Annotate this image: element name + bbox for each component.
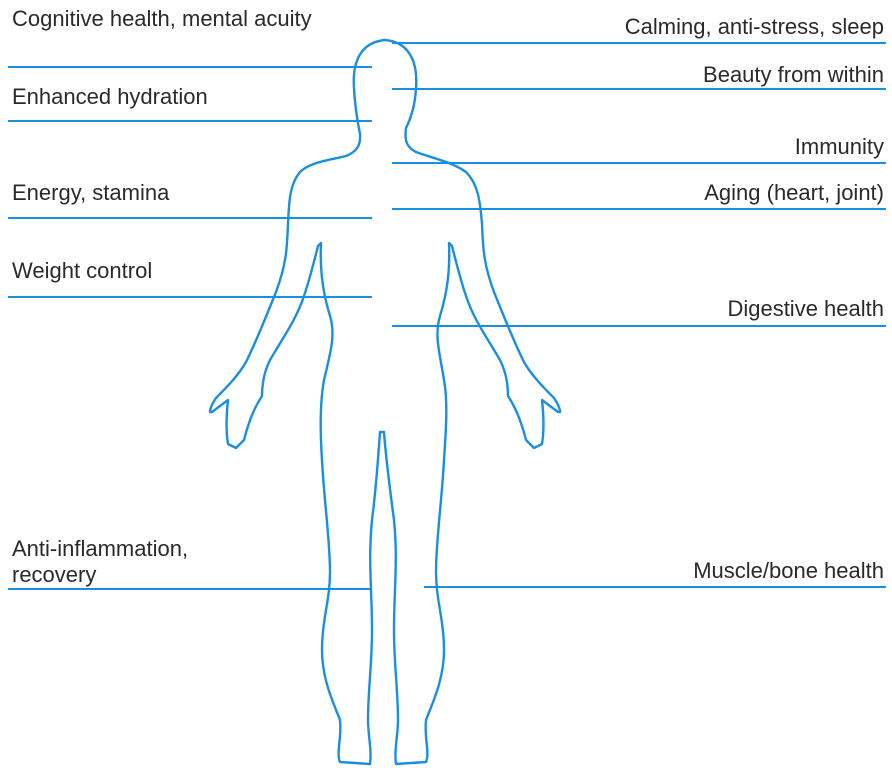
leader-line-aging [392, 208, 886, 210]
label-beauty: Beauty from within [703, 62, 884, 88]
label-inflammation: Anti-inflammation, recovery [12, 536, 262, 588]
label-cognitive: Cognitive health, mental acuity [12, 6, 332, 32]
label-muscle: Muscle/bone health [693, 558, 884, 584]
leader-line-digestive [392, 325, 886, 327]
leader-line-hydration [8, 120, 372, 122]
label-aging: Aging (heart, joint) [704, 180, 884, 206]
label-inflammation-text: Anti-inflammation, recovery [12, 536, 262, 588]
leader-line-calming [392, 42, 886, 44]
label-weight: Weight control [12, 258, 152, 284]
leader-line-beauty [392, 88, 886, 90]
label-cognitive-text: Cognitive health, mental acuity [12, 6, 332, 32]
label-calming: Calming, anti-stress, sleep [625, 14, 884, 40]
leader-line-energy [8, 217, 372, 219]
leader-line-muscle [424, 586, 886, 588]
label-energy: Energy, stamina [12, 180, 169, 206]
leader-line-weight [8, 296, 372, 298]
leader-line-inflammation [8, 588, 372, 590]
label-hydration: Enhanced hydration [12, 84, 208, 110]
label-immunity: Immunity [795, 134, 884, 160]
leader-line-immunity [392, 162, 886, 164]
leader-line-cognitive [8, 66, 372, 68]
label-digestive: Digestive health [727, 296, 884, 322]
